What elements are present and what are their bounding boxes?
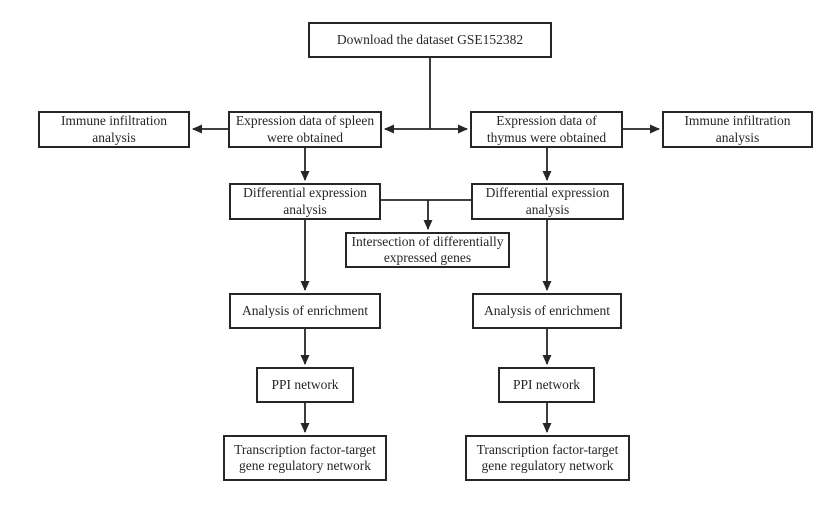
node-immune-infiltration-left-label: Immune infiltration analysis xyxy=(60,113,168,145)
node-differential-expression-left: Differential expression analysis xyxy=(229,183,381,220)
node-tf-target-network-right-label: Transcription factor-target gene regulat… xyxy=(476,441,619,473)
node-differential-expression-left-label: Differential expression analysis xyxy=(243,185,367,217)
node-download-dataset-label: Download the dataset GSE152382 xyxy=(336,31,524,47)
node-ppi-network-right-label: PPI network xyxy=(512,376,581,392)
node-intersection-degs: Intersection of differentially expressed… xyxy=(345,232,510,268)
node-expression-spleen-label: Expression data of spleen were obtained xyxy=(235,113,375,145)
node-intersection-degs-label: Intersection of differentially expressed… xyxy=(351,233,504,265)
node-expression-spleen: Expression data of spleen were obtained xyxy=(228,111,382,148)
node-ppi-network-left-label: PPI network xyxy=(271,376,339,392)
node-ppi-network-right: PPI network xyxy=(498,367,595,403)
node-immune-infiltration-right-label: Immune infiltration analysis xyxy=(684,113,791,145)
node-ppi-network-left: PPI network xyxy=(256,367,354,403)
node-enrichment-right-label: Analysis of enrichment xyxy=(484,302,610,318)
node-immune-infiltration-left: Immune infiltration analysis xyxy=(38,111,190,148)
node-differential-expression-right: Differential expression analysis xyxy=(471,183,624,220)
node-enrichment-left-label: Analysis of enrichment xyxy=(242,302,368,318)
node-enrichment-left: Analysis of enrichment xyxy=(229,293,381,329)
node-tf-target-network-left: Transcription factor-target gene regulat… xyxy=(223,435,387,481)
node-immune-infiltration-right: Immune infiltration analysis xyxy=(662,111,813,148)
node-expression-thymus-label: Expression data of thymus were obtained xyxy=(486,113,607,145)
node-enrichment-right: Analysis of enrichment xyxy=(472,293,622,329)
node-expression-thymus: Expression data of thymus were obtained xyxy=(470,111,623,148)
node-tf-target-network-left-label: Transcription factor-target gene regulat… xyxy=(234,441,376,473)
node-download-dataset: Download the dataset GSE152382 xyxy=(308,22,552,58)
node-tf-target-network-right: Transcription factor-target gene regulat… xyxy=(465,435,630,481)
node-differential-expression-right-label: Differential expression analysis xyxy=(485,185,610,217)
